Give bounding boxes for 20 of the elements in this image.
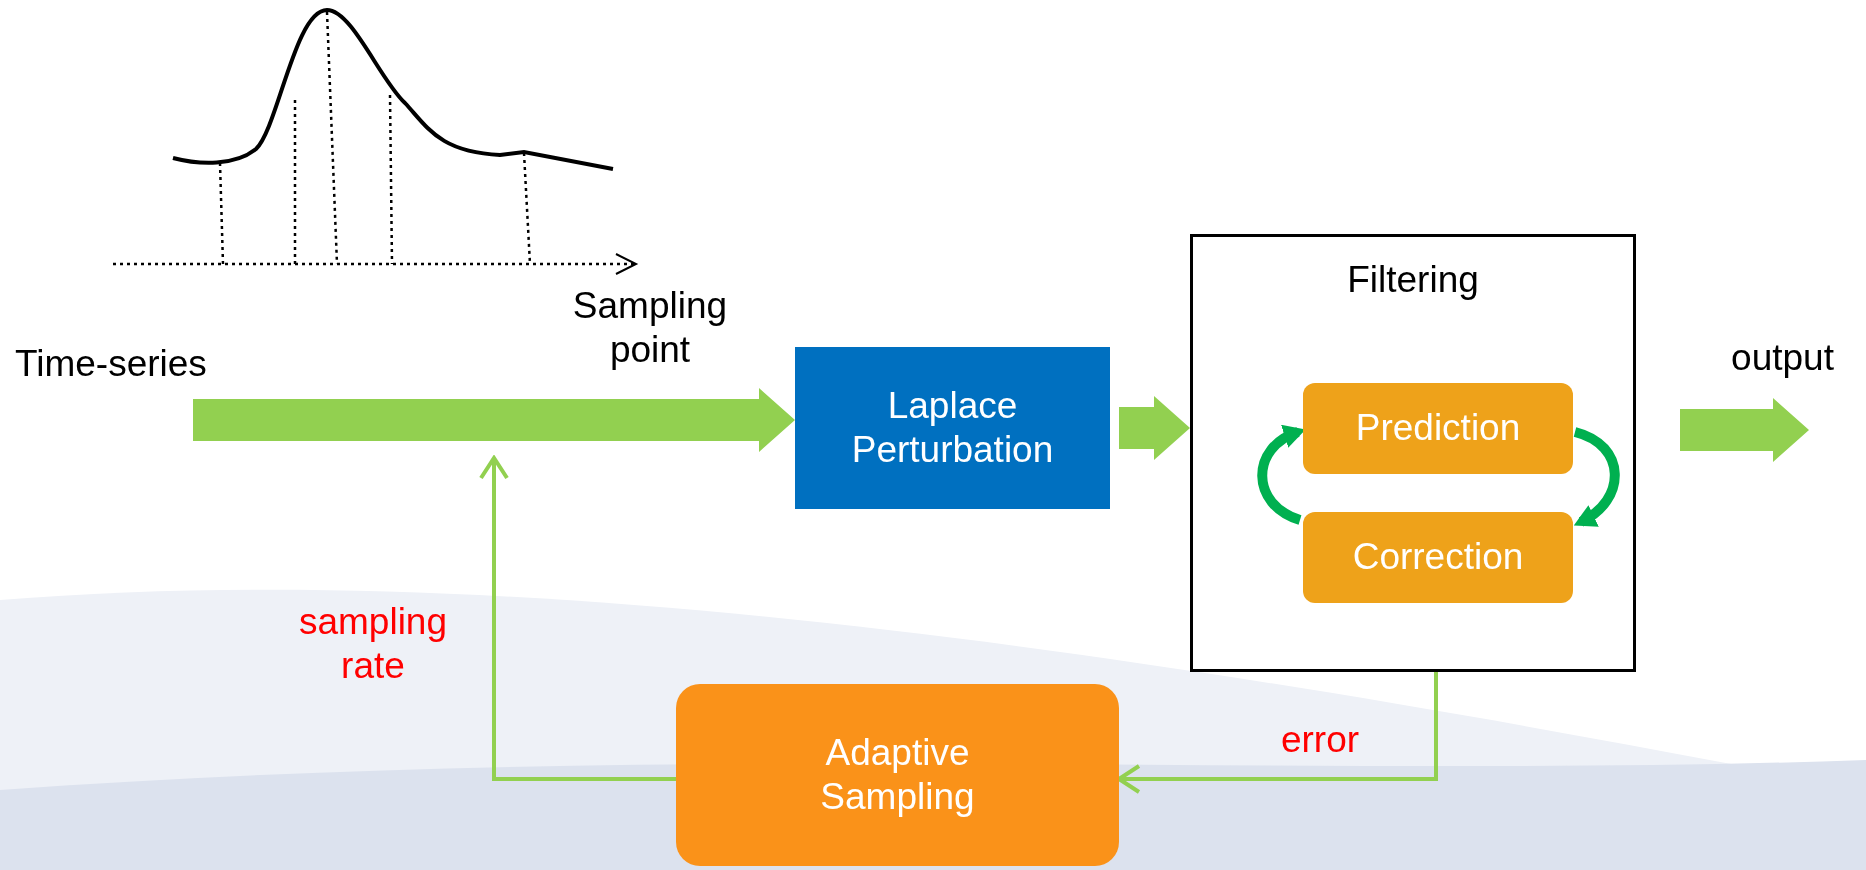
block-arrow — [1680, 398, 1809, 462]
block-arrow — [193, 388, 795, 452]
axis-label: Sampling point — [571, 284, 729, 373]
process-box — [1303, 383, 1573, 474]
node-label: Adaptive Sampling — [819, 730, 976, 819]
node-label: Prediction — [1355, 406, 1521, 451]
edge-label: error — [1279, 718, 1361, 762]
process-box — [676, 684, 1119, 866]
edge-label: sampling rate — [297, 600, 449, 689]
process-box — [795, 347, 1110, 509]
node-label: Correction — [1352, 535, 1524, 580]
arrow — [479, 456, 676, 781]
filtering-frame — [1190, 234, 1636, 672]
node-label: Time-series — [15, 343, 207, 385]
block-arrow — [1119, 396, 1190, 460]
axis-label: output — [1730, 336, 1835, 380]
frame-heading: Filtering — [1346, 259, 1480, 301]
node-label: Laplace Perturbation — [850, 383, 1055, 472]
arrow — [1117, 672, 1438, 794]
process-box — [1303, 512, 1573, 603]
